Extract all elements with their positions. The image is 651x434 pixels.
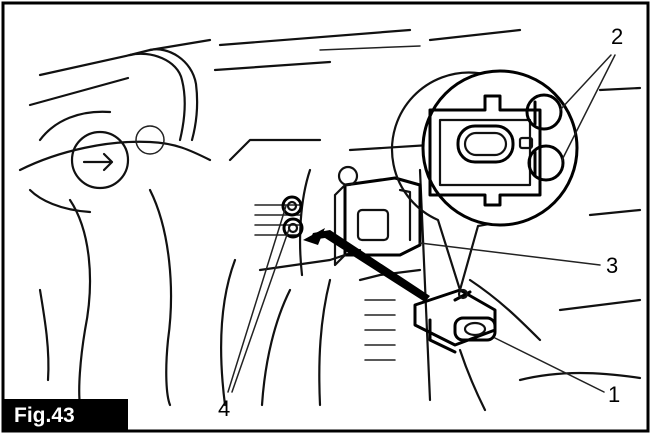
- bolts: [281, 195, 304, 239]
- callout-4: 4: [218, 396, 230, 421]
- figure-label: Fig.43: [4, 399, 128, 432]
- insertion-arrow: [303, 228, 430, 302]
- leader-lines: [227, 54, 616, 393]
- machine-body: [18, 28, 642, 412]
- callout-2: 2: [611, 24, 623, 49]
- callout-3: 3: [606, 253, 618, 278]
- detail-magnifier: [390, 69, 579, 292]
- callout-1: 1: [608, 382, 620, 407]
